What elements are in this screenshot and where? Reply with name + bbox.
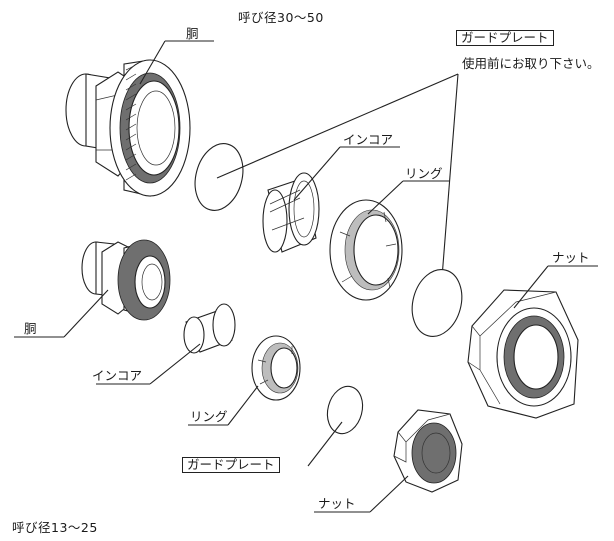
large-guard-plate-leader-1: [216, 73, 459, 179]
large-ring-part: [329, 199, 403, 301]
small-incore-leader-line: [149, 343, 201, 385]
size-label-large: 呼び径30〜50: [238, 10, 324, 25]
large-incore-part: [262, 172, 320, 253]
large-guard-plate-leader-2: [439, 73, 459, 304]
small-incore-label: インコア: [92, 368, 143, 383]
small-body-part: [81, 239, 171, 321]
small-nut-part: [393, 409, 463, 493]
large-body-part: [65, 59, 191, 197]
small-ring-part: [251, 335, 301, 401]
small-body-label: 胴: [24, 321, 37, 336]
large-ring-label: リング: [405, 166, 443, 181]
large-body-leader-line: [139, 40, 166, 85]
large-body-label: 胴: [186, 26, 199, 41]
large-ring-leader-line: [367, 180, 404, 215]
large-nut-part: [467, 289, 579, 419]
large-incore-leader-line: [293, 146, 341, 201]
small-nut-label: ナット: [318, 496, 356, 511]
small-ring-label: リング: [190, 409, 228, 424]
large-guard-plate-disc-2: [411, 269, 463, 337]
large-guard-plate-note: 使用前にお取り下さい。: [462, 56, 600, 71]
size-label-small: 呼び径13〜25: [12, 520, 98, 535]
large-guard-plate-label: ガードプレート: [456, 30, 554, 46]
small-guard-plate-leader-line: [307, 421, 343, 467]
small-ring-leader-line: [227, 385, 259, 426]
large-nut-label: ナット: [552, 250, 590, 265]
small-body-leader-line: [63, 289, 109, 338]
small-guard-plate-disc: [326, 385, 364, 435]
small-guard-plate-label: ガードプレート: [182, 457, 280, 473]
large-nut-leader-line: [513, 265, 549, 309]
large-incore-label: インコア: [343, 132, 394, 147]
small-nut-leader-line: [369, 475, 409, 513]
small-incore-part: [183, 303, 236, 354]
